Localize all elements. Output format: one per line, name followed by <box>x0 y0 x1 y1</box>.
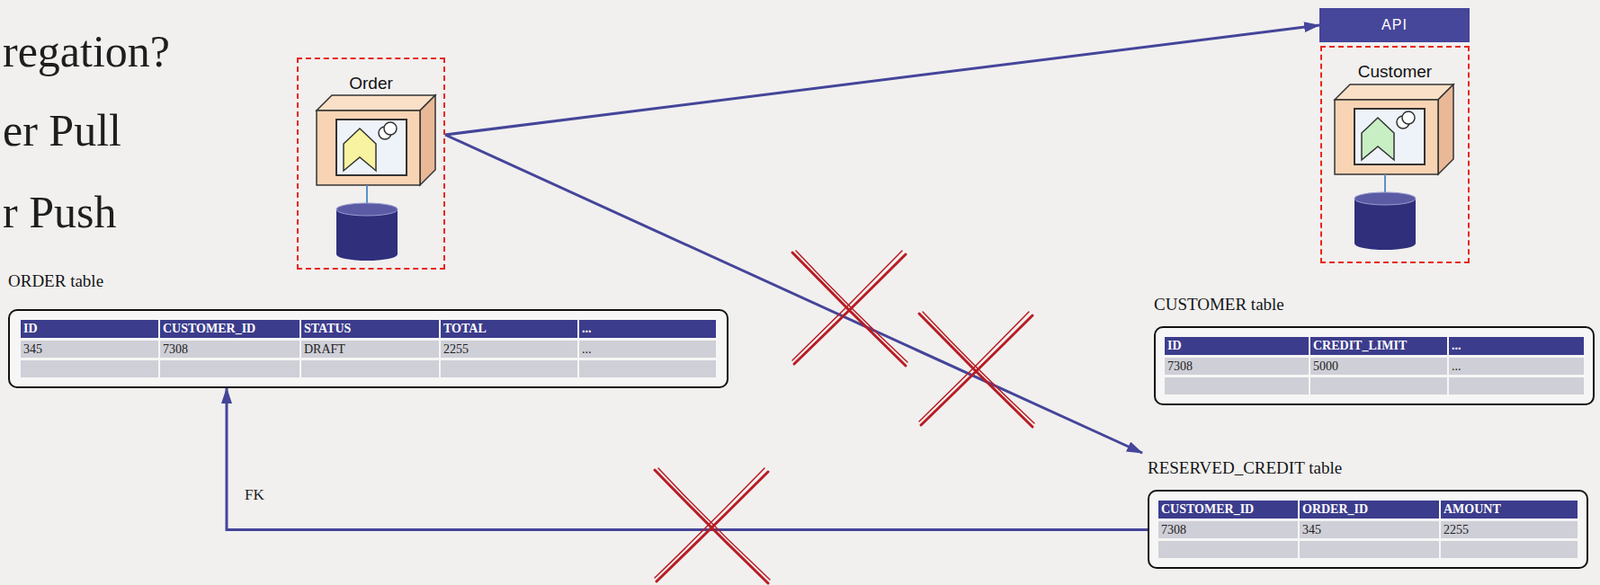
column-header: CUSTOMER_ID <box>160 320 300 339</box>
connector-arrow <box>445 25 1320 135</box>
column-header: CUSTOMER_ID <box>1158 500 1298 519</box>
table-cell: 345 <box>1299 521 1440 539</box>
empty-cell <box>1440 541 1578 559</box>
api-band: API <box>1319 8 1470 43</box>
column-header: ID <box>20 320 159 339</box>
api-label: API <box>1381 17 1408 34</box>
empty-cell <box>1164 377 1309 395</box>
empty-cell <box>1158 541 1298 559</box>
column-header: AMOUNT <box>1440 500 1578 519</box>
table-cell: 5000 <box>1310 357 1448 376</box>
empty-cell <box>20 360 159 378</box>
table-cell: 2255 <box>1440 521 1578 539</box>
cross-mark <box>792 250 908 367</box>
column-header: ... <box>1448 337 1584 356</box>
column-header: CREDIT_LIMIT <box>1310 337 1448 356</box>
empty-cell <box>1448 377 1584 395</box>
service-boundary: Order <box>296 57 446 270</box>
column-header: TOTAL <box>440 320 578 339</box>
service-name: Order <box>298 73 444 94</box>
column-header: ID <box>1164 337 1309 356</box>
table-grid: IDCREDIT_LIMIT... 73085000... <box>1153 326 1595 406</box>
table-name: RESERVED_CREDIT table <box>1147 458 1589 479</box>
empty-cell <box>440 360 578 378</box>
connector-arrow <box>445 134 1143 454</box>
table-grid: IDCUSTOMER_IDSTATUSTOTAL... 3457308DRAFT2… <box>8 309 729 389</box>
table-cell: 7308 <box>1164 357 1309 376</box>
slide-bullet: r Push <box>2 187 117 238</box>
cross-mark <box>919 312 1035 428</box>
table-cell: DRAFT <box>301 340 439 358</box>
table-cell: 7308 <box>1158 521 1298 539</box>
cross-mark <box>654 468 770 584</box>
connector-arrow <box>226 388 1148 531</box>
service-boundary: Customer <box>1320 45 1470 264</box>
table-name: CUSTOMER table <box>1153 294 1595 315</box>
empty-cell <box>160 360 300 378</box>
slide-bullet: regation? <box>2 26 170 77</box>
service-icon <box>1334 84 1454 251</box>
table-cell: ... <box>1448 357 1584 376</box>
column-header: STATUS <box>301 320 439 339</box>
empty-cell <box>1310 377 1448 395</box>
table-cell: 2255 <box>440 340 578 358</box>
table-cell: 7308 <box>160 340 300 358</box>
slide-bullet: er Pull <box>2 105 122 156</box>
db-table: RESERVED_CREDIT tableCUSTOMER_IDORDER_ID… <box>1142 453 1589 570</box>
empty-cell <box>579 360 716 378</box>
service-name: Customer <box>1322 62 1468 82</box>
db-table: ORDER tableIDCUSTOMER_IDSTATUSTOTAL... 34… <box>2 266 729 389</box>
empty-cell <box>1299 541 1440 559</box>
empty-cell <box>301 360 439 378</box>
table-grid: CUSTOMER_IDORDER_IDAMOUNT 73083452255 <box>1147 490 1589 570</box>
cross-marks <box>654 250 1035 584</box>
column-header: ORDER_ID <box>1299 500 1440 519</box>
table-cell: 345 <box>20 340 159 358</box>
column-header: ... <box>579 320 716 339</box>
edge-label: FK <box>242 486 267 505</box>
table-name: ORDER table <box>8 271 729 292</box>
service-icon <box>316 95 436 261</box>
db-table: CUSTOMER tableIDCREDIT_LIMIT... 73085000.… <box>1148 289 1595 406</box>
table-cell: ... <box>579 340 716 358</box>
